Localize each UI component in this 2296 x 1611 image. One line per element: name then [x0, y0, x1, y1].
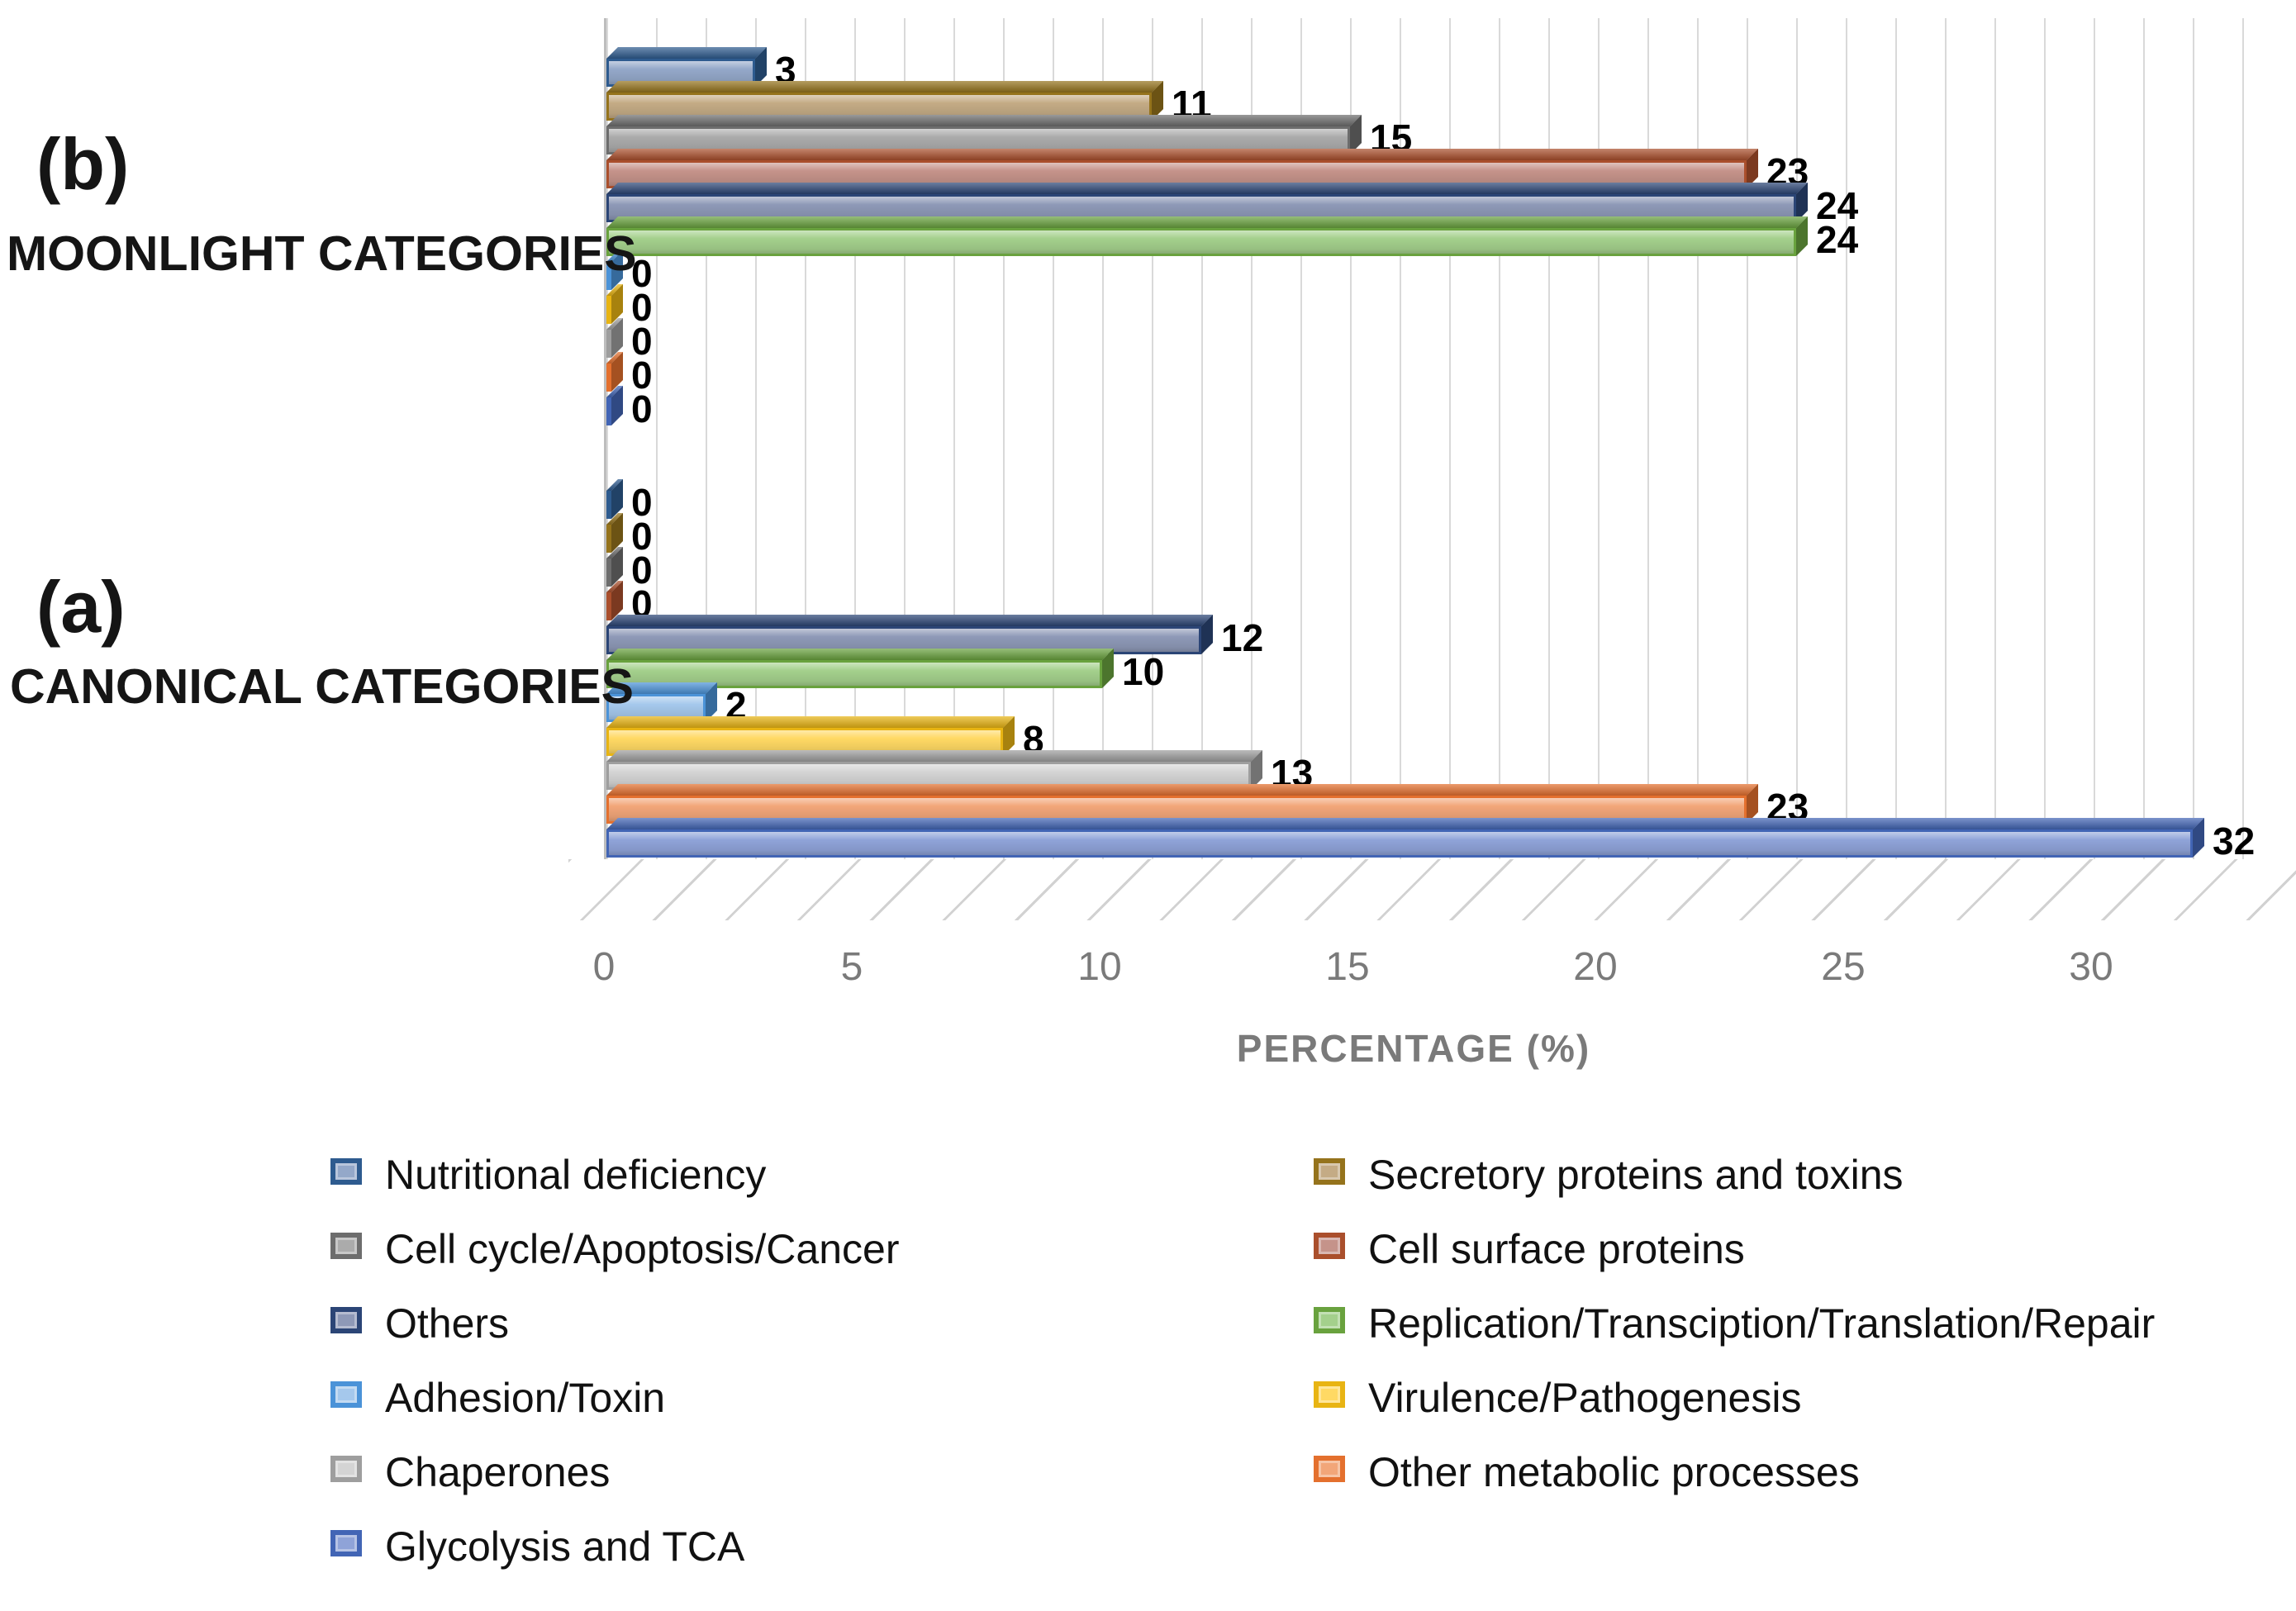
bar-a-cell-cycle-apoptosis-cancer-value-label: 0 — [631, 549, 653, 592]
bar-b-others-value-label: 24 — [1816, 184, 1859, 227]
bar-a-glycolysis-and-tca-top-face — [606, 818, 2204, 829]
bar-b-replication-transciption-translation-repair-top-face — [606, 216, 1808, 228]
legend-label-replication-transciption-translation-repair: Replication/Transciption/Translation/Rep… — [1368, 1300, 2156, 1347]
legend-label-glycolysis-and-tca: Glycolysis and TCA — [385, 1523, 745, 1570]
bar-b-glycolysis-and-tca-value-label: 0 — [631, 387, 653, 430]
legend-swatch-others — [330, 1307, 362, 1333]
bar-a-replication-transciption-translation-repair-value-label: 10 — [1122, 650, 1165, 693]
legend-swatch-adhesion-toxin — [330, 1381, 362, 1408]
bar-b-replication-transciption-translation-repair-value-label: 24 — [1816, 218, 1859, 261]
legend-swatch-glycolysis-and-tca — [330, 1530, 362, 1556]
legend-swatch-virulence-pathogenesis — [1314, 1381, 1345, 1408]
legend-swatch-cell-surface-proteins — [1314, 1233, 1345, 1259]
bar-b-virulence-pathogenesis-value-label: 0 — [631, 286, 653, 329]
legend-label-nutritional-deficiency: Nutritional deficiency — [385, 1152, 767, 1198]
bar-b-other-metabolic-processes-value-label: 0 — [631, 354, 653, 397]
bar-b-cell-cycle-apoptosis-cancer-top-face — [606, 115, 1362, 126]
bar-a-secretory-proteins-and-toxins — [606, 525, 611, 553]
legend-label-adhesion-toxin: Adhesion/Toxin — [385, 1375, 666, 1421]
bar-b-secretory-proteins-and-toxins-top-face — [606, 81, 1163, 93]
group-a-label: CANONICAL CATEGORIES — [10, 659, 635, 714]
bar-a-nutritional-deficiency — [606, 491, 611, 519]
legend-swatch-secretory-proteins-and-toxins — [1314, 1158, 1345, 1185]
bar-a-glycolysis-and-tca — [606, 829, 2193, 858]
bar-b-nutritional-deficiency-top-face — [606, 47, 767, 59]
x-tick-30: 30 — [2069, 945, 2113, 989]
legend-label-cell-cycle-apoptosis-cancer: Cell cycle/Apoptosis/Cancer — [385, 1226, 900, 1272]
x-tick-20: 20 — [1573, 945, 1618, 989]
bar-a-replication-transciption-translation-repair-top-face — [606, 649, 1114, 660]
bar-a-others-top-face — [606, 615, 1213, 626]
bar-b-nutritional-deficiency — [606, 59, 755, 87]
legend-label-virulence-pathogenesis: Virulence/Pathogenesis — [1368, 1375, 1802, 1421]
x-tick-25: 25 — [1821, 945, 1866, 989]
legend-swatch-other-metabolic-processes — [1314, 1456, 1345, 1482]
legend-swatch-replication-transciption-translation-repair — [1314, 1307, 1345, 1333]
legend-swatch-nutritional-deficiency — [330, 1158, 362, 1185]
bar-a-cell-surface-proteins — [606, 592, 611, 620]
bar-a-secretory-proteins-and-toxins-value-label: 0 — [631, 515, 653, 558]
legend-label-others: Others — [385, 1300, 510, 1347]
x-tick-0: 0 — [592, 945, 616, 989]
bar-a-nutritional-deficiency-value-label: 0 — [631, 481, 653, 524]
legend-swatch-cell-cycle-apoptosis-cancer — [330, 1233, 362, 1259]
group-a-prefix: (a) — [36, 566, 126, 648]
legend-label-cell-surface-proteins: Cell surface proteins — [1368, 1226, 1745, 1272]
x-tick-15: 15 — [1325, 945, 1370, 989]
bar-b-chaperones — [606, 330, 611, 358]
bar-b-chaperones-value-label: 0 — [631, 320, 653, 363]
legend-label-secretory-proteins-and-toxins: Secretory proteins and toxins — [1368, 1152, 1904, 1198]
bar-b-adhesion-toxin-value-label: 0 — [631, 252, 653, 295]
bar-a-others-value-label: 12 — [1221, 616, 1264, 659]
x-axis-title: PERCENTAGE (%) — [1236, 1027, 1591, 1070]
bar-b-others-top-face — [606, 183, 1808, 194]
bar-a-cell-cycle-apoptosis-cancer — [606, 558, 611, 587]
x-axis-3d-floor — [568, 859, 2296, 920]
bar-b-virulence-pathogenesis — [606, 296, 611, 324]
bar-b-other-metabolic-processes — [606, 364, 611, 392]
group-b-prefix: (b) — [36, 123, 130, 205]
x-tick-5: 5 — [840, 945, 863, 989]
group-b-label: MOONLIGHT CATEGORIES — [7, 226, 637, 281]
bar-a-chaperones-top-face — [606, 750, 1262, 762]
bar-b-replication-transciption-translation-repair — [606, 228, 1796, 256]
bar-b-glycolysis-and-tca — [606, 397, 611, 425]
bar-b-adhesion-toxin — [606, 262, 611, 290]
legend-swatch-chaperones — [330, 1456, 362, 1482]
legend-label-chaperones: Chaperones — [385, 1449, 611, 1495]
bar-a-glycolysis-and-tca-value-label: 32 — [2213, 820, 2256, 863]
legend-label-other-metabolic-processes: Other metabolic processes — [1368, 1449, 1860, 1495]
bar-b-cell-surface-proteins-top-face — [606, 149, 1758, 160]
bar-a-virulence-pathogenesis-top-face — [606, 716, 1015, 728]
x-tick-10: 10 — [1077, 945, 1122, 989]
bar-a-other-metabolic-processes-top-face — [606, 784, 1758, 796]
